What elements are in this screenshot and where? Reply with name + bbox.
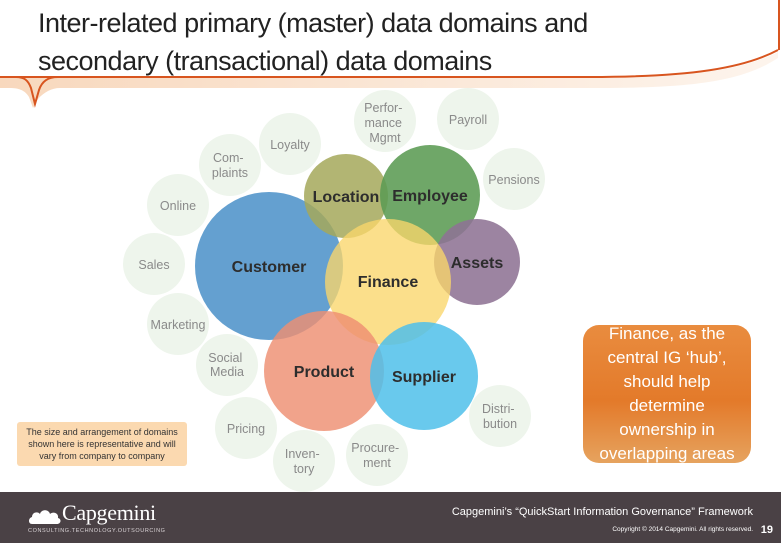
marketing-label: Marketing	[151, 318, 206, 332]
payroll-label: Payroll	[449, 113, 487, 127]
pensions-label: Pensions	[488, 173, 539, 187]
primary-domains	[195, 145, 520, 431]
complaints-circle	[199, 134, 261, 196]
location-label: Location	[313, 189, 380, 206]
customer-label: Customer	[232, 259, 307, 276]
online-circle	[147, 174, 209, 236]
footer-bar	[0, 492, 781, 543]
assets-label: Assets	[451, 255, 504, 272]
copyright-text: Copyright © 2014 Capgemini. All rights r…	[612, 526, 753, 533]
header-border	[0, 0, 780, 78]
social-circle	[196, 334, 258, 396]
disclaimer-note: The size and arrangement of domains show…	[17, 422, 187, 466]
finance-label: Finance	[358, 274, 419, 291]
finance-callout: Finance, as the central IG ‘hub’, should…	[583, 324, 751, 463]
employee-circle	[380, 145, 480, 245]
perf-circle	[354, 90, 416, 152]
assets-circle	[434, 219, 520, 305]
perf-label: Perfor- mance Mgmt	[364, 101, 406, 145]
loyalty-label: Loyalty	[270, 138, 310, 152]
payroll-circle	[437, 88, 499, 150]
procurement-label: Procure- ment	[351, 441, 402, 470]
marketing-circle	[147, 293, 209, 355]
location-circle	[304, 154, 388, 238]
procurement-circle	[346, 424, 408, 486]
secondary-domains	[123, 88, 545, 492]
sales-circle	[123, 233, 185, 295]
customer-circle	[195, 192, 343, 340]
header-wave-shadow	[0, 52, 778, 108]
online-label: Online	[160, 199, 196, 213]
sales-label: Sales	[138, 258, 169, 272]
employee-label: Employee	[392, 188, 468, 205]
distribution-circle	[469, 385, 531, 447]
inventory-circle	[273, 430, 335, 492]
note-text: The size and arrangement of domains show…	[26, 427, 178, 461]
distribution-label: Distri- bution	[482, 402, 518, 431]
pricing-label: Pricing	[227, 422, 265, 436]
title-line-2: secondary (transactional) data domains	[38, 46, 492, 76]
product-circle	[264, 311, 384, 431]
logo-name: Capgemini	[62, 500, 156, 525]
title-line-1: Inter-related primary (master) data doma…	[38, 8, 588, 38]
pensions-circle	[483, 148, 545, 210]
complaints-label: Com- plaints	[212, 151, 248, 180]
finance-circle	[325, 219, 451, 345]
inventory-label: Inven- tory	[285, 447, 323, 476]
supplier-label: Supplier	[392, 369, 456, 386]
spade-cloud-icon	[29, 510, 61, 524]
pricing-circle	[215, 397, 277, 459]
social-label: Social Media	[208, 351, 246, 379]
header-tail	[0, 76, 59, 108]
supplier-circle	[370, 322, 478, 430]
logo-tagline: CONSULTING.TECHNOLOGY.OUTSOURCING	[28, 528, 166, 534]
framework-text: Capgemini’s “QuickStart Information Gove…	[451, 506, 753, 518]
slide-title: Inter-related primary (master) data doma…	[38, 4, 738, 80]
loyalty-circle	[259, 113, 321, 175]
callout-text: Finance, as the central IG ‘hub’, should…	[599, 324, 735, 463]
product-label: Product	[294, 364, 355, 381]
page-number: 19	[760, 524, 773, 536]
